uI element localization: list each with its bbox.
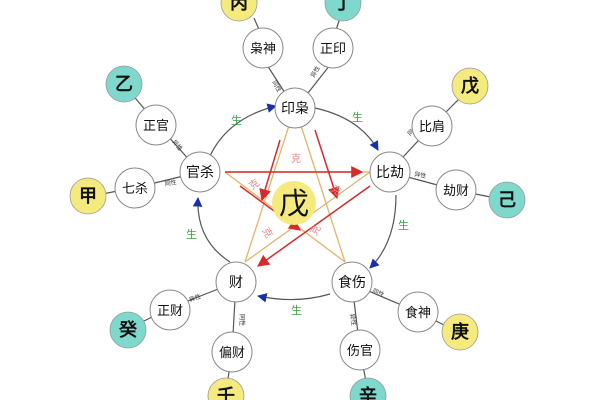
sheng-label-5: 生 (231, 113, 242, 127)
node-zhengcai (149, 289, 191, 331)
label-bing: 丙 (230, 0, 248, 14)
sheng-label-3: 生 (291, 303, 302, 317)
ten-god-labels: 枭神 正印 比肩 劫财 食神 伤官 偏财 正财 七杀 正官 (122, 41, 469, 361)
label-zhengyin: 正印 (320, 42, 346, 57)
label-shangguan: 伤官 (347, 343, 373, 359)
label-qisha: 七杀 (122, 182, 148, 197)
node-bijie (369, 151, 411, 193)
node-xiaoshen (242, 27, 284, 69)
label-jia: 甲 (79, 186, 97, 207)
tag-zhengyin: 异性 (309, 65, 322, 79)
label-yinxiao: 印枭 (281, 100, 309, 117)
center-label: 戊 (279, 187, 309, 222)
tag-zhengguan: 异性 (170, 138, 184, 152)
tag-piancai: 同性 (238, 314, 246, 326)
node-shishen (397, 291, 439, 333)
node-jiecai (435, 169, 477, 211)
label-ji: 己 (498, 190, 516, 211)
stem-nodes (69, 0, 526, 400)
node-yi (105, 65, 143, 103)
node-xin (349, 377, 387, 400)
ke-label-3: 克 (328, 183, 343, 199)
label-cai: 财 (229, 275, 243, 291)
label-zhengguan: 正官 (143, 118, 169, 134)
label-bijie: 比劫 (376, 165, 404, 181)
tag-zhengcai: 异性 (188, 292, 202, 304)
node-yinxiao (274, 87, 316, 129)
label-ren: 壬 (217, 386, 235, 400)
label-zhengcai: 正财 (157, 304, 183, 319)
node-zhengyin (312, 27, 354, 69)
node-shangguan (339, 329, 381, 371)
node-guansha (179, 151, 221, 193)
label-geng: 庚 (451, 321, 469, 343)
ke-label-1: 克 (291, 153, 301, 165)
node-wu (451, 67, 489, 105)
label-wu: 戊 (461, 76, 479, 97)
node-piancai (211, 331, 253, 373)
center-node (272, 181, 316, 225)
label-xiaoshen: 枭神 (250, 41, 276, 57)
node-zhengguan (135, 104, 177, 146)
control-arrows (225, 129, 371, 267)
core-nodes (179, 87, 411, 303)
sheng-label-4: 生 (186, 227, 197, 241)
node-bijian (411, 105, 453, 147)
label-shishang: 食伤 (338, 274, 366, 291)
node-ding (324, 0, 362, 22)
core-labels: 印枭 比劫 食伤 财 官杀 (186, 100, 404, 291)
tag-jiecai: 异性 (414, 170, 427, 180)
label-piancai: 偏财 (219, 346, 245, 361)
label-xin: 辛 (359, 385, 377, 400)
ten-god-nodes (114, 27, 477, 373)
ke-label-4: 克 (259, 226, 274, 241)
tag-shangguan: 异性 (348, 313, 358, 326)
label-guansha: 官杀 (186, 165, 214, 181)
node-jia (69, 177, 107, 215)
node-qisha (114, 167, 156, 209)
tag-qisha: 同性 (164, 178, 177, 188)
node-ren (207, 377, 245, 400)
label-yi: 乙 (115, 74, 133, 95)
label-shishen: 食神 (405, 305, 431, 321)
node-geng (441, 313, 479, 351)
sheng-labels: 生 生 生 生 生 (186, 110, 409, 317)
sheng-cycle (192, 103, 397, 303)
node-gui (109, 311, 147, 349)
ke-label-5: 克 (308, 223, 323, 238)
node-cai (215, 261, 257, 303)
label-gui: 癸 (118, 319, 138, 341)
node-shishang (331, 261, 373, 303)
sheng-label-2: 生 (398, 218, 409, 232)
node-bing (220, 0, 258, 22)
label-bijian: 比肩 (419, 119, 445, 135)
sheng-label-1: 生 (352, 110, 363, 124)
label-ding: 丁 (334, 0, 352, 14)
tag-xiaoshen: 同性 (270, 79, 283, 93)
node-ji (488, 181, 526, 219)
label-jiecai: 劫财 (443, 184, 469, 199)
stem-labels: 丙 丁 戊 己 庚 辛 壬 癸 甲 乙 (79, 0, 516, 400)
